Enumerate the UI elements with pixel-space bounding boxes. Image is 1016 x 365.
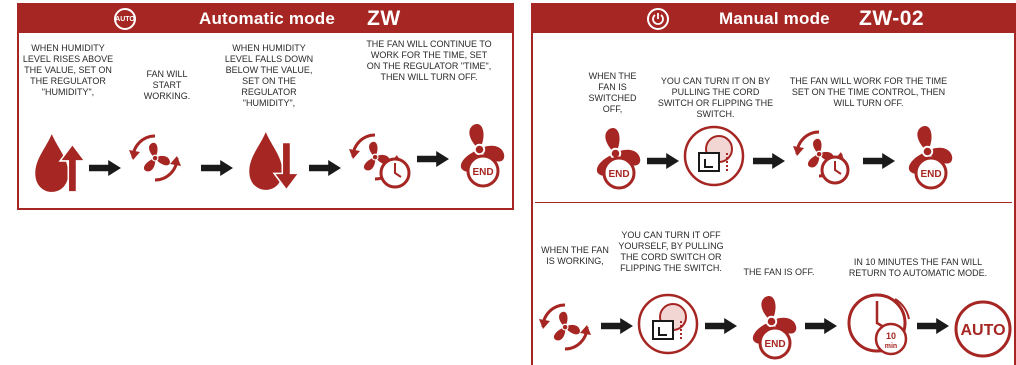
manual-mode-model: ZW-02: [859, 7, 925, 30]
arrow-right-icon: [201, 160, 233, 176]
fan-off-end-icon: END: [751, 295, 798, 360]
manual-row1-caption-1: When the fan is switched off,: [588, 71, 637, 114]
manual-mode-header: Manual mode ZW-02: [533, 5, 1014, 33]
manual-mode-panel: Manual mode ZW-02 When the fan is switch…: [531, 3, 1016, 365]
arrow-right-icon: [805, 318, 837, 334]
power-icon: [647, 8, 669, 30]
automatic-mode-model: ZW: [367, 7, 401, 30]
cord-switch-icon: [637, 293, 699, 355]
automatic-mode-panel: AUTO Automatic mode ZW When humidity lev…: [17, 3, 514, 210]
manual-row2-caption-3: The fan is off.: [743, 267, 815, 277]
arrow-right-icon: [309, 160, 341, 176]
end-label: END: [472, 167, 493, 178]
manual-mode-title: Manual mode: [719, 9, 830, 28]
arrow-right-icon: [753, 153, 785, 169]
humidity-rise-icon: [33, 130, 85, 193]
fan-timer-icon: [791, 130, 850, 185]
end-label: END: [608, 169, 629, 180]
auto-mode-icon: AUTO: [954, 300, 1012, 358]
fan-running-icon: [125, 128, 185, 188]
manual-row2-caption-2: You can turn it off yourself, by pulling…: [618, 230, 724, 273]
row-divider: [535, 202, 1012, 203]
automatic-mode-header: AUTO Automatic mode ZW: [19, 5, 512, 33]
fan-running-icon: [537, 303, 593, 351]
manual-row1-caption-3: The fan will work for the time set on th…: [789, 76, 948, 108]
automatic-mode-title: Automatic mode: [199, 9, 335, 28]
cord-switch-icon: [683, 125, 745, 187]
manual-row1-caption-2: You can turn it on by pulling the cord s…: [657, 76, 774, 119]
manual-row2-caption-4: In 10 minutes the fan will return to aut…: [848, 257, 988, 278]
auto-caption-4: The fan will continue to work for the ti…: [366, 39, 492, 82]
auto-label: AUTO: [960, 322, 1005, 339]
auto-icon: AUTO: [114, 8, 136, 30]
manual-row2-caption-1: When the fan is working,: [541, 245, 609, 266]
arrow-right-icon: [647, 153, 679, 169]
arrow-right-icon: [417, 151, 449, 167]
auto-caption-2: Fan will start working.: [143, 69, 191, 101]
fan-end-icon: END: [459, 123, 506, 188]
fan-off-end-icon: END: [595, 127, 642, 190]
arrow-right-icon: [863, 153, 895, 169]
auto-caption-3: When humidity level falls down below the…: [224, 43, 314, 108]
timer-value: 10: [886, 331, 896, 341]
timer-10-min-icon: 10 min: [847, 293, 910, 356]
arrow-right-icon: [917, 318, 949, 334]
fan-end-icon: END: [907, 125, 954, 190]
auto-icon-label: AUTO: [115, 15, 135, 23]
humidity-fall-icon: [247, 128, 299, 192]
arrow-right-icon: [601, 318, 633, 334]
timer-unit: min: [885, 343, 897, 350]
fan-timer-icon: [347, 133, 411, 189]
arrow-right-icon: [89, 160, 121, 176]
end-label: END: [764, 339, 785, 350]
auto-caption-1: When humidity level rises above the valu…: [22, 43, 114, 97]
arrow-right-icon: [705, 318, 737, 334]
end-label: END: [920, 169, 941, 180]
